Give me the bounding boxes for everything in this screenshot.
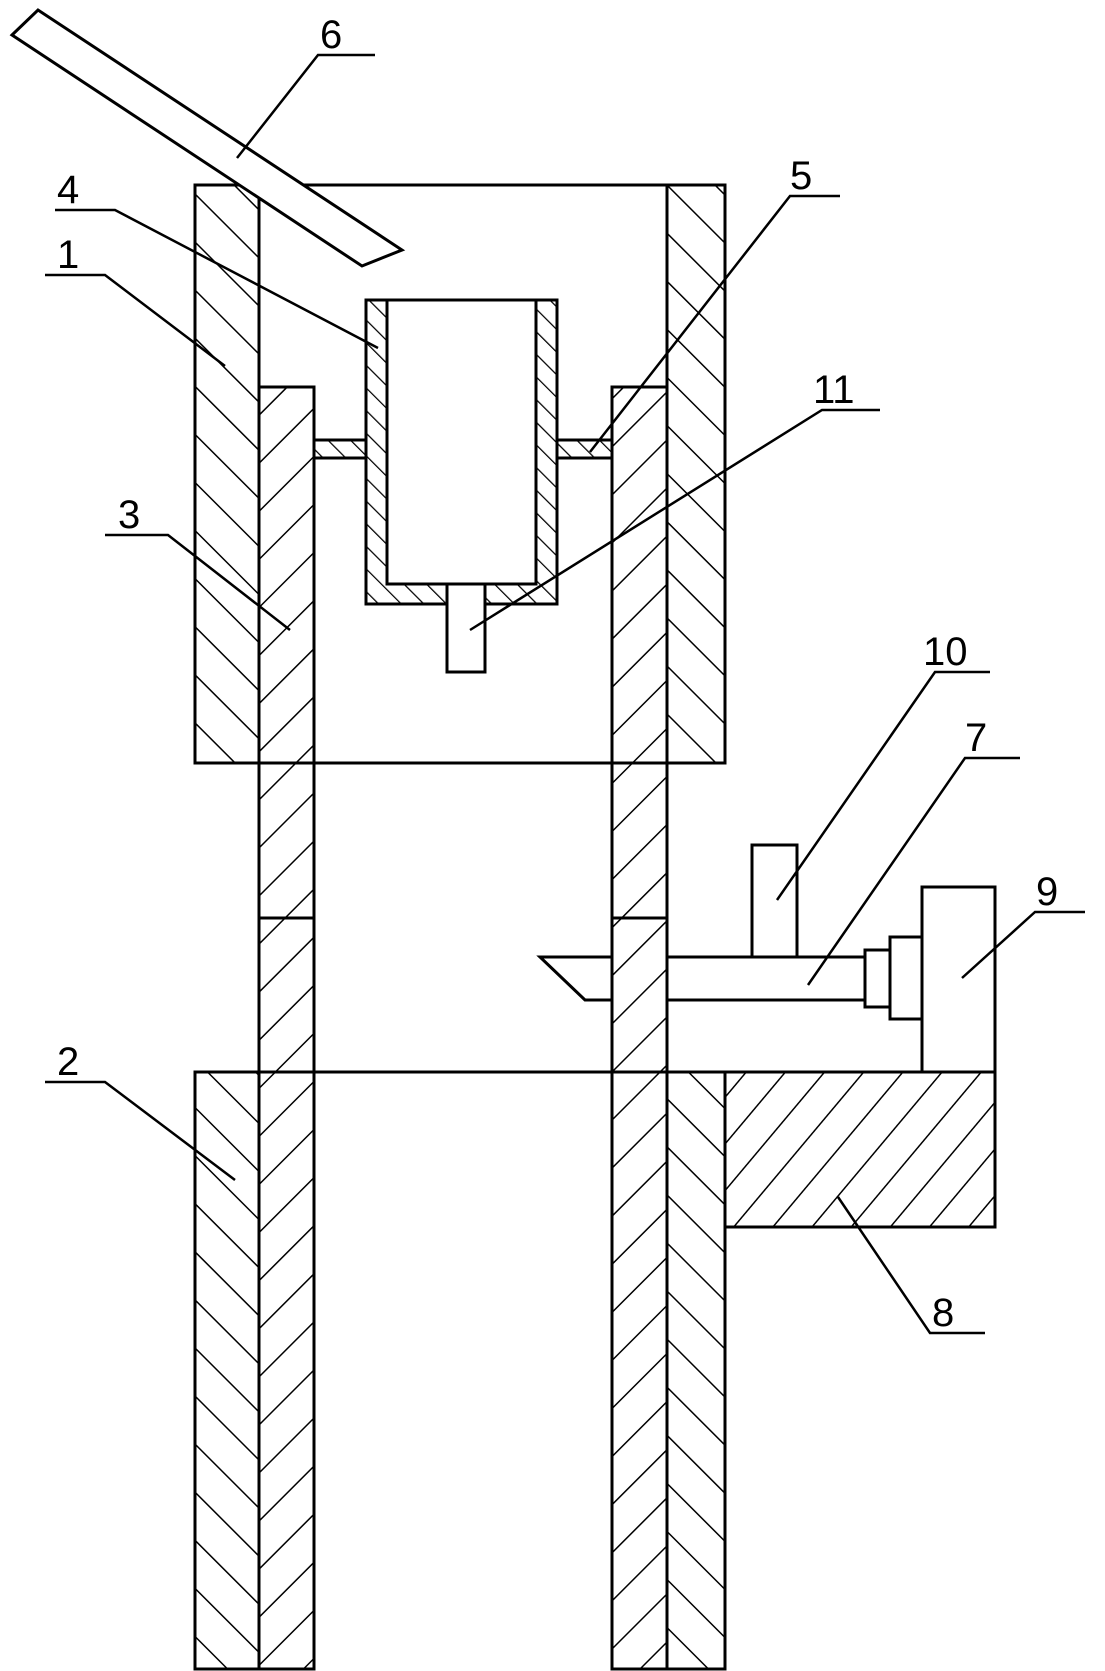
small-block bbox=[750, 843, 799, 959]
label-6: 6 bbox=[320, 13, 342, 57]
label-2: 2 bbox=[57, 1040, 79, 1084]
inclined-plate bbox=[9, 8, 406, 268]
lower-outer-tube bbox=[193, 1070, 995, 1671]
label-11: 11 bbox=[813, 368, 855, 412]
label-3: 3 bbox=[118, 493, 140, 537]
cup-container bbox=[364, 298, 559, 674]
label-5: 5 bbox=[790, 154, 812, 198]
labels: 1 2 3 4 5 6 7 8 9 10 11 bbox=[57, 13, 1058, 1335]
inner-tube bbox=[257, 385, 669, 1671]
leader-lines bbox=[45, 53, 1085, 1335]
support-base bbox=[723, 1070, 997, 1229]
shaft bbox=[536, 935, 924, 1021]
label-7: 7 bbox=[965, 716, 987, 760]
motor bbox=[920, 885, 997, 1074]
label-8: 8 bbox=[932, 1291, 954, 1335]
label-9: 9 bbox=[1036, 870, 1058, 914]
label-4: 4 bbox=[57, 168, 79, 212]
label-1: 1 bbox=[57, 233, 79, 277]
label-10: 10 bbox=[923, 630, 968, 674]
connecting-rods bbox=[312, 438, 614, 460]
